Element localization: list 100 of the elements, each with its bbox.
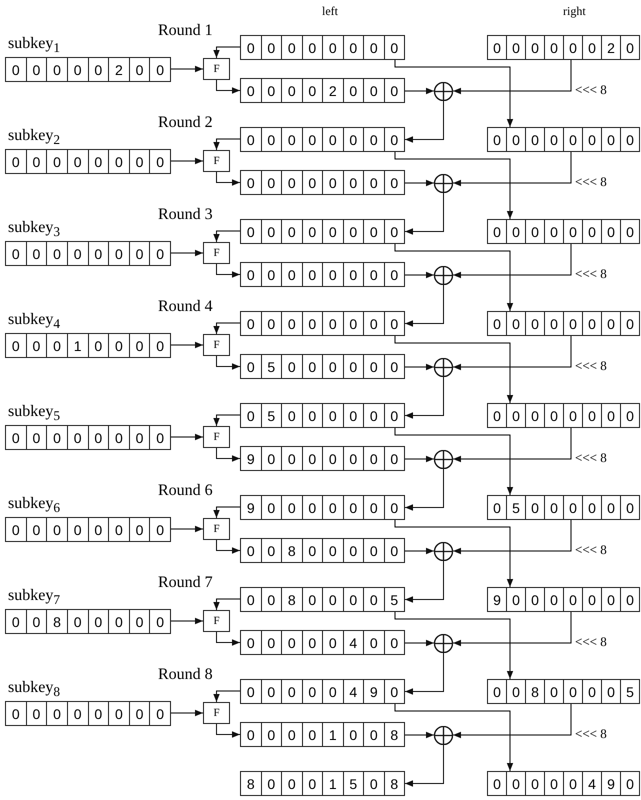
register-digit: 8: [384, 772, 404, 795]
register-digit: 0: [525, 404, 544, 427]
rotate-label: <<< 8: [575, 83, 607, 97]
arrow: [404, 364, 434, 370]
register-digit: 0: [363, 36, 384, 59]
register-digit: 0: [260, 772, 281, 795]
register-digit: 0: [582, 312, 601, 335]
xor-symbol: [434, 266, 453, 284]
register-digit: 0: [620, 404, 639, 427]
arrow: [216, 264, 240, 278]
register-digit: 0: [302, 220, 322, 243]
register-digit: 0: [302, 404, 322, 427]
register: [240, 495, 405, 520]
arrow: [213, 414, 240, 426]
register-digit: 0: [281, 79, 302, 102]
column-heading: left: [322, 4, 338, 19]
arrow: [394, 428, 514, 496]
register-digit: 0: [601, 680, 620, 703]
register-digit: 0: [88, 334, 108, 357]
register-digit: 0: [246, 222, 256, 242]
register-digit: 0: [149, 702, 170, 725]
register-digit: 0: [492, 682, 502, 702]
register-digit: 0: [384, 263, 404, 286]
register-digit: 0: [281, 355, 302, 378]
register-digit: 0: [302, 631, 322, 654]
register: [240, 170, 405, 195]
register-digit: 0: [26, 610, 46, 633]
register-digit: 0: [88, 518, 108, 541]
function-box: F: [203, 518, 230, 540]
register-digit: 0: [363, 631, 384, 654]
register-digit: 8: [525, 680, 544, 703]
register-digit: 0: [149, 58, 170, 81]
rotate-label: <<< 8: [575, 267, 607, 281]
subkey-label: subkey$_{7}$: [8, 587, 60, 608]
register-digit: 1: [322, 723, 342, 746]
register-digit: 0: [601, 312, 620, 335]
register-digit: 0: [342, 128, 363, 151]
register-digit: 2: [108, 58, 129, 81]
register-digit: 0: [302, 36, 322, 59]
register-digit: 0: [281, 631, 302, 654]
round-label: Round 1: [158, 22, 213, 40]
register-digit: 0: [302, 171, 322, 194]
arrow: [452, 60, 572, 94]
register-digit: 0: [46, 150, 67, 173]
register-digit: 0: [342, 539, 363, 562]
register-digit: 0: [302, 79, 322, 102]
register-digit: 0: [26, 334, 46, 357]
arrow: [404, 732, 434, 738]
arrow: [216, 80, 240, 94]
register-digit: 0: [128, 334, 150, 357]
register-digit: 0: [384, 312, 404, 335]
register-digit: 8: [281, 588, 302, 611]
register-digit: 0: [506, 220, 525, 243]
register-digit: 0: [525, 36, 544, 59]
register-digit: 0: [10, 704, 21, 724]
register-digit: 0: [149, 518, 170, 541]
register-digit: 0: [506, 404, 525, 427]
register-digit: 0: [260, 447, 281, 470]
round-label: Round 8: [158, 666, 213, 684]
column-heading: right: [563, 4, 586, 19]
register-digit: 0: [492, 498, 502, 518]
function-box: F: [203, 702, 230, 724]
register-digit: 0: [260, 36, 281, 59]
register-digit: 0: [563, 496, 582, 519]
arrow: [404, 272, 434, 278]
register-digit: 0: [363, 496, 384, 519]
arrow: [213, 690, 240, 702]
arrow: [404, 456, 434, 462]
arrow: [452, 704, 572, 738]
register-digit: 0: [322, 171, 342, 194]
register: [240, 679, 405, 704]
register-digit: 0: [322, 36, 342, 59]
register-digit: 0: [26, 58, 46, 81]
register-digit: 0: [66, 518, 88, 541]
register-digit: 0: [620, 496, 639, 519]
register-digit: 0: [563, 36, 582, 59]
register-digit: 8: [281, 539, 302, 562]
function-box: F: [203, 58, 230, 80]
subkey-label: subkey$_{6}$: [8, 495, 60, 516]
register-digit: 0: [46, 334, 67, 357]
register-digit: 0: [149, 610, 170, 633]
register-digit: 0: [46, 426, 67, 449]
arrow: [170, 618, 204, 624]
register-digit: 9: [246, 498, 256, 518]
register-digit: 0: [46, 242, 67, 265]
register: [487, 127, 640, 152]
register-digit: 0: [342, 355, 363, 378]
register-digit: 0: [363, 128, 384, 151]
arrow: [404, 640, 434, 646]
arrow: [216, 632, 240, 646]
register-digit: 0: [601, 404, 620, 427]
arrow: [404, 744, 444, 787]
arrow: [452, 428, 572, 462]
arrow: [404, 376, 444, 419]
register-digit: 0: [384, 680, 404, 703]
subkey-label: subkey$_{1}$: [8, 35, 60, 56]
register-digit: 0: [302, 128, 322, 151]
register-digit: 0: [246, 82, 256, 100]
arrow: [404, 284, 444, 327]
register: [240, 538, 405, 563]
